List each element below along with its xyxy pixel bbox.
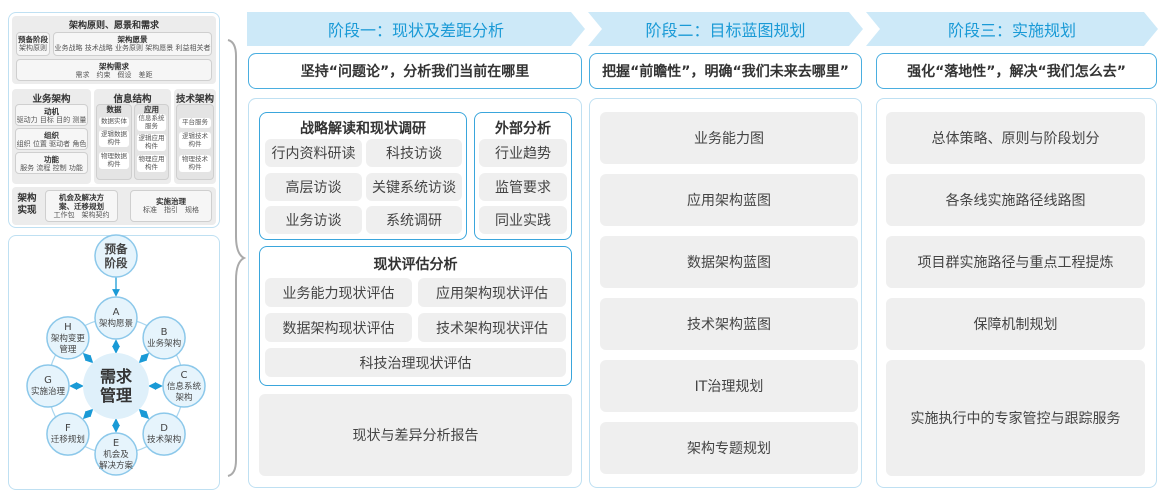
strategy-item: 业务访谈	[265, 206, 362, 234]
blueprint-item: 业务能力图	[600, 112, 858, 164]
requirements-box: 架构需求需求 约束 假设 差距	[16, 59, 212, 81]
data-item: 数据实体	[99, 117, 129, 127]
bidirectional-arrow	[82, 408, 94, 420]
app-item: 逻辑应用构件	[137, 134, 166, 151]
principles-title: 架构原则、愿景和需求	[68, 21, 159, 31]
bidirectional-arrow	[138, 352, 150, 364]
phase-letter: A	[113, 307, 120, 318]
phase-node-c	[162, 364, 206, 408]
assessment-item: 数据架构现状评估	[265, 313, 412, 342]
stage-2-subtitle: 把握“前瞻性”，明确“我们未来去哪里”	[589, 53, 862, 89]
business-title: 业务架构	[32, 94, 71, 105]
phase-letter: E	[113, 438, 119, 449]
phase-node-f	[46, 412, 90, 456]
bidirectional-arrow	[82, 352, 94, 364]
strategy-item: 高层访谈	[265, 173, 362, 201]
phase-label: 解决方案	[99, 460, 134, 471]
blueprint-item: IT治理规划	[600, 360, 858, 412]
phase-letter: F	[65, 423, 71, 434]
phase-node-a	[94, 296, 138, 340]
bracket	[227, 39, 246, 477]
center-label: 需求	[100, 367, 133, 386]
phase-label: 架构变更	[51, 333, 86, 344]
info-title: 信息结构	[113, 94, 152, 105]
phase-letter: C	[181, 370, 188, 381]
tech-item: 平台服务	[179, 118, 211, 128]
phase-node-h	[46, 316, 90, 360]
tech-item: 物理技术构件	[179, 155, 211, 172]
opportunity-box: 机会及解决方案、迁移规划工作包 架构契约	[45, 190, 118, 222]
phase-label: 业务架构	[147, 338, 181, 349]
tech-title: 技术架构	[175, 94, 214, 105]
assessment-title: 现状评估分析	[373, 257, 458, 273]
business-group: 组织组织 位置 驱动者 角色	[15, 128, 88, 150]
phase-node-g	[26, 364, 70, 408]
phase-label: 信息系统	[167, 381, 202, 392]
prelim-label: 阶段	[105, 256, 128, 270]
phase-node-e	[94, 432, 138, 476]
data-item: 逻辑数据构件	[99, 130, 129, 147]
app-item: 信息系统服务	[137, 114, 166, 131]
bidirectional-arrow	[138, 408, 150, 420]
governance-box: 实施治理标准 指引 规格	[130, 190, 212, 222]
phase-label: 机会及	[103, 449, 129, 460]
stage-1-subtitle: 坚持“问题论”，分析我们当前在哪里	[248, 53, 582, 89]
implementation-item: 实施执行中的专家管控与跟踪服务	[886, 360, 1145, 476]
external-item: 同业实践	[479, 206, 567, 234]
external-item: 监管要求	[479, 173, 567, 201]
prelim-phase-node	[94, 234, 138, 278]
stage-2-header: 阶段二：目标蓝图规划	[588, 12, 863, 46]
blueprint-item: 应用架构蓝图	[600, 174, 858, 226]
assessment-item: 业务能力现状评估	[265, 278, 412, 307]
phase-letter: B	[161, 327, 168, 338]
stage-1-header: 阶段一：现状及差距分析	[247, 12, 585, 46]
tech-item: 逻辑技术构件	[179, 132, 211, 149]
blueprint-item: 架构专题规划	[600, 422, 858, 474]
external-item: 行业趋势	[479, 139, 567, 167]
requirements-management-circle	[83, 353, 149, 419]
implementation-item: 各条线实施路径线路图	[886, 174, 1145, 226]
phase-label: 迁移规划	[51, 434, 85, 445]
prelim-label: 预备	[105, 242, 128, 256]
phase-letter: G	[44, 375, 52, 386]
phase-node-b	[142, 316, 186, 360]
phase-label: 管理	[59, 344, 77, 355]
realize-title: 架构实现	[17, 193, 37, 216]
adm-cycle-diagram: 需求管理预备阶段A架构愿景B业务架构C信息系统架构D技术架构E机会及解决方案F迁…	[26, 234, 206, 476]
data-item: 物理数据构件	[99, 152, 129, 169]
business-group: 功能服务 流程 控制 功能	[15, 152, 88, 174]
strategy-item: 系统调研	[366, 206, 462, 234]
phase-label: 架构	[175, 392, 192, 403]
prelim-box: 预备阶段架构原则	[16, 32, 50, 56]
strategy-title: 战略解读和现状调研	[300, 121, 426, 137]
stage-3-subtitle: 强化“落地性”，解决“我们怎么去”	[876, 53, 1157, 89]
phase-label: 实施治理	[31, 386, 66, 397]
implementation-item: 保障机制规划	[886, 298, 1145, 350]
phase-letter: H	[64, 322, 72, 333]
blueprint-item: 技术架构蓝图	[600, 298, 858, 350]
phase-letter: D	[160, 423, 168, 434]
vision-box: 架构愿景业务战略 技术战略 业务原则 架构愿景 利益相关者	[53, 32, 212, 56]
strategy-item: 行内资料研读	[265, 139, 362, 167]
blueprint-item: 数据架构蓝图	[600, 236, 858, 288]
phase-node-d	[142, 412, 186, 456]
assessment-item: 技术架构现状评估	[418, 313, 566, 342]
implementation-item: 总体策略、原则与阶段划分	[886, 112, 1145, 164]
stage-3-header: 阶段三：实施规划	[866, 12, 1158, 46]
center-label: 管理	[100, 386, 132, 405]
strategy-item: 关键系统访谈	[366, 173, 462, 201]
phase-label: 架构愿景	[99, 318, 133, 329]
assessment-item: 科技治理现状评估	[265, 348, 566, 377]
external-title: 外部分析	[495, 121, 551, 137]
strategy-item: 科技访谈	[366, 139, 462, 167]
assessment-item: 应用架构现状评估	[418, 278, 566, 307]
gap-analysis-report: 现状与差异分析报告	[259, 394, 572, 476]
phase-label: 技术架构	[147, 434, 181, 445]
app-item: 物理应用构件	[137, 155, 166, 172]
implementation-item: 项目群实施路径与重点工程提炼	[886, 236, 1145, 288]
business-group: 动机驱动力 目标 目的 测量	[15, 104, 88, 126]
